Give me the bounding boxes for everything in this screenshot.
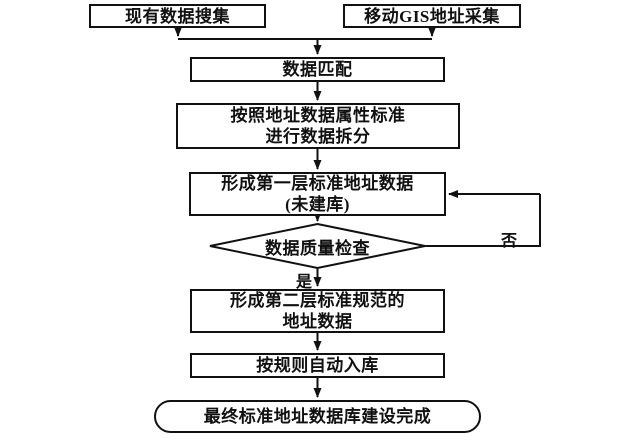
node-final-database-complete: 最终标准地址数据库建设完成 [154, 400, 481, 433]
node-layer2-standard-address-data: 形成第二层标准规范的 地址数据 [190, 289, 445, 333]
edge-label-yes: 是 [296, 274, 313, 291]
node-existing-data-collection: 现有数据搜集 [89, 4, 266, 28]
node-auto-database-import: 按规则自动入库 [190, 353, 445, 378]
edge-label-no: 否 [501, 233, 518, 250]
node-mobile-gis-collection: 移动GIS地址采集 [343, 4, 521, 28]
node-data-quality-check-label: 数据质量检查 [265, 238, 370, 258]
node-data-splitting: 按照地址数据属性标准 进行数据拆分 [176, 103, 460, 149]
node-layer1-standard-address-data: 形成第一层标准地址数据 (未建库) [189, 172, 446, 216]
node-data-matching: 数据匹配 [190, 57, 445, 82]
